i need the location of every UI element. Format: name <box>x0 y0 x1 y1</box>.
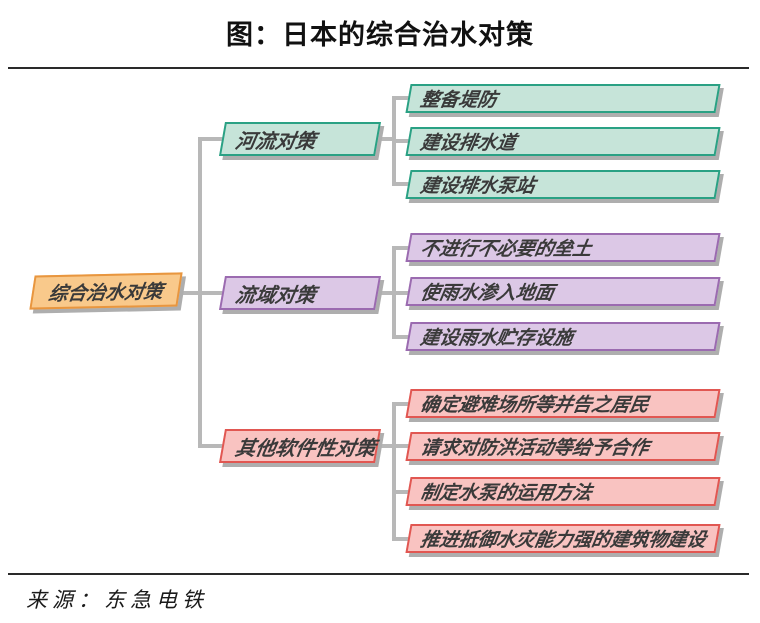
connector-line <box>392 139 412 143</box>
connector-line <box>392 537 412 541</box>
branch-node-label: 流域对策 <box>233 284 318 307</box>
leaf-node-label: 建设排水泵站 <box>418 176 537 197</box>
connector-line <box>392 444 412 448</box>
leaf-node-label: 整备堤防 <box>418 90 499 111</box>
leaf-node: 整备堤防 <box>405 84 721 113</box>
connector-line <box>392 335 412 339</box>
connector-line <box>392 182 412 186</box>
connector-line <box>374 137 396 141</box>
connector-line <box>374 444 396 448</box>
leaf-node: 建设雨水贮存设施 <box>405 322 721 351</box>
root-node: 综合治水对策 <box>29 272 183 310</box>
connector-line <box>178 291 204 295</box>
connector-line <box>392 291 412 295</box>
source-caption: 来源：东急电铁 <box>26 588 208 612</box>
leaf-node: 确定避难场所等并告之居民 <box>405 389 721 418</box>
branch-node-watershed: 流域对策 <box>219 276 381 310</box>
connector-line <box>392 402 396 541</box>
leaf-node-label: 请求对防洪活动等给予合作 <box>418 438 651 459</box>
connector-line <box>198 137 226 141</box>
leaf-node: 推进抵御水灾能力强的建筑物建设 <box>405 524 721 553</box>
connector-line <box>392 246 412 250</box>
leaf-node-label: 不进行不必要的垒土 <box>418 239 594 260</box>
leaf-node-label: 推进抵御水灾能力强的建筑物建设 <box>418 530 708 551</box>
connector-line <box>198 291 226 295</box>
connector-line <box>198 444 226 448</box>
root-node-label: 综合治水对策 <box>47 281 165 305</box>
branch-node-label: 其他软件性对策 <box>233 437 378 460</box>
leaf-node-label: 制定水泵的运用方法 <box>418 483 594 504</box>
connector-line <box>392 402 412 406</box>
divider-bottom <box>8 573 749 575</box>
leaf-node: 请求对防洪活动等给予合作 <box>405 432 721 461</box>
figure-title: 图：日本的综合治水对策 <box>226 20 534 50</box>
branch-node-soft-measures: 其他软件性对策 <box>219 429 381 463</box>
leaf-node: 制定水泵的运用方法 <box>405 477 721 506</box>
leaf-node-label: 建设排水道 <box>418 133 518 154</box>
leaf-node: 不进行不必要的垒土 <box>405 233 721 262</box>
leaf-node: 建设排水泵站 <box>405 170 721 199</box>
connector-line <box>374 291 396 295</box>
connector-line <box>392 96 412 100</box>
branch-node-river: 河流对策 <box>219 122 381 156</box>
leaf-node: 建设排水道 <box>405 127 721 156</box>
leaf-node: 使雨水渗入地面 <box>405 277 721 306</box>
connector-line <box>392 490 412 494</box>
divider-top <box>8 67 749 69</box>
leaf-node-label: 使雨水渗入地面 <box>418 283 556 304</box>
leaf-node-label: 建设雨水贮存设施 <box>418 328 575 349</box>
leaf-node-label: 确定避难场所等并告之居民 <box>418 395 651 416</box>
branch-node-label: 河流对策 <box>233 130 318 153</box>
